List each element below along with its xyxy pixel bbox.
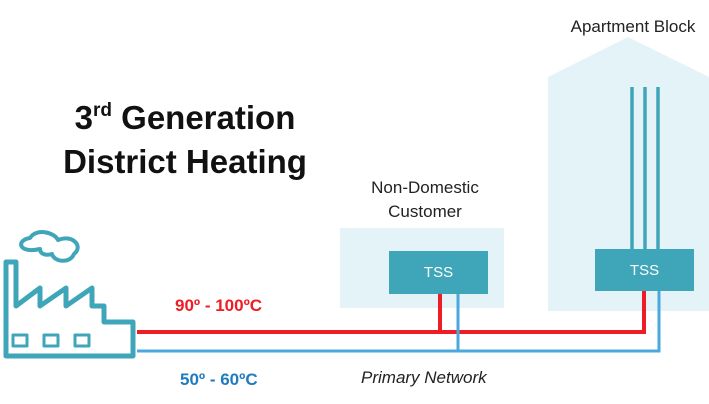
- title-rest: Generation: [111, 99, 296, 136]
- flow-temperature-label: 90º - 100ºC: [175, 296, 263, 315]
- title-prefix: 3: [74, 99, 93, 136]
- tss-label: TSS: [629, 261, 660, 279]
- title-line-2: District Heating: [63, 143, 307, 180]
- diagram-title: 3rd Generation District Heating: [40, 96, 330, 184]
- riser-pipes-icon: [630, 87, 660, 250]
- title-line-1: 3rd Generation: [40, 96, 330, 140]
- non-domestic-customer-label: Non-Domestic Customer: [340, 176, 510, 224]
- apartment-block-building: [548, 37, 709, 311]
- tss-box-apartment: TSS: [595, 249, 694, 291]
- tss-box-non-domestic: TSS: [389, 251, 488, 294]
- tss-label: TSS: [423, 264, 454, 281]
- return-temperature-label: 50º - 60ºC: [180, 370, 258, 389]
- apartment-block-label: Apartment Block: [570, 17, 696, 36]
- flow-pipe: [137, 291, 646, 334]
- factory-icon: [3, 230, 136, 359]
- ndc-label-line-2: Customer: [388, 202, 462, 221]
- title-superscript: rd: [92, 100, 112, 121]
- primary-network-label: Primary Network: [361, 368, 487, 387]
- ndc-label-line-1: Non-Domestic: [371, 178, 479, 197]
